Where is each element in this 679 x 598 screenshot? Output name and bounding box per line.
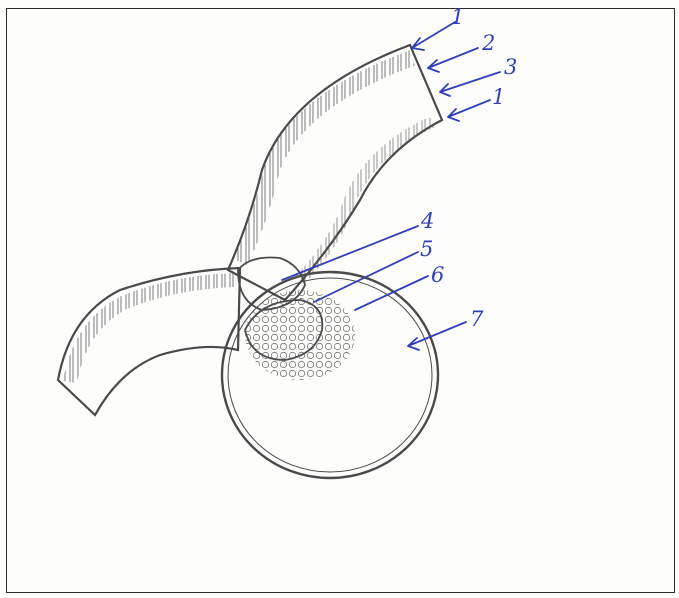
labels: 1 2 3 1 4 5 6 7 bbox=[420, 5, 517, 331]
label-4: 4 bbox=[420, 209, 434, 233]
label-5: 5 bbox=[420, 237, 433, 261]
label-6: 6 bbox=[431, 263, 444, 287]
label-1-top: 1 bbox=[451, 5, 464, 29]
upper-blade bbox=[228, 45, 442, 300]
label-7: 7 bbox=[470, 307, 484, 331]
label-3: 3 bbox=[504, 55, 517, 79]
round-bulb bbox=[222, 272, 438, 478]
left-blade bbox=[58, 268, 240, 415]
label-1-bottom: 1 bbox=[492, 85, 505, 109]
label-2: 2 bbox=[481, 31, 495, 55]
